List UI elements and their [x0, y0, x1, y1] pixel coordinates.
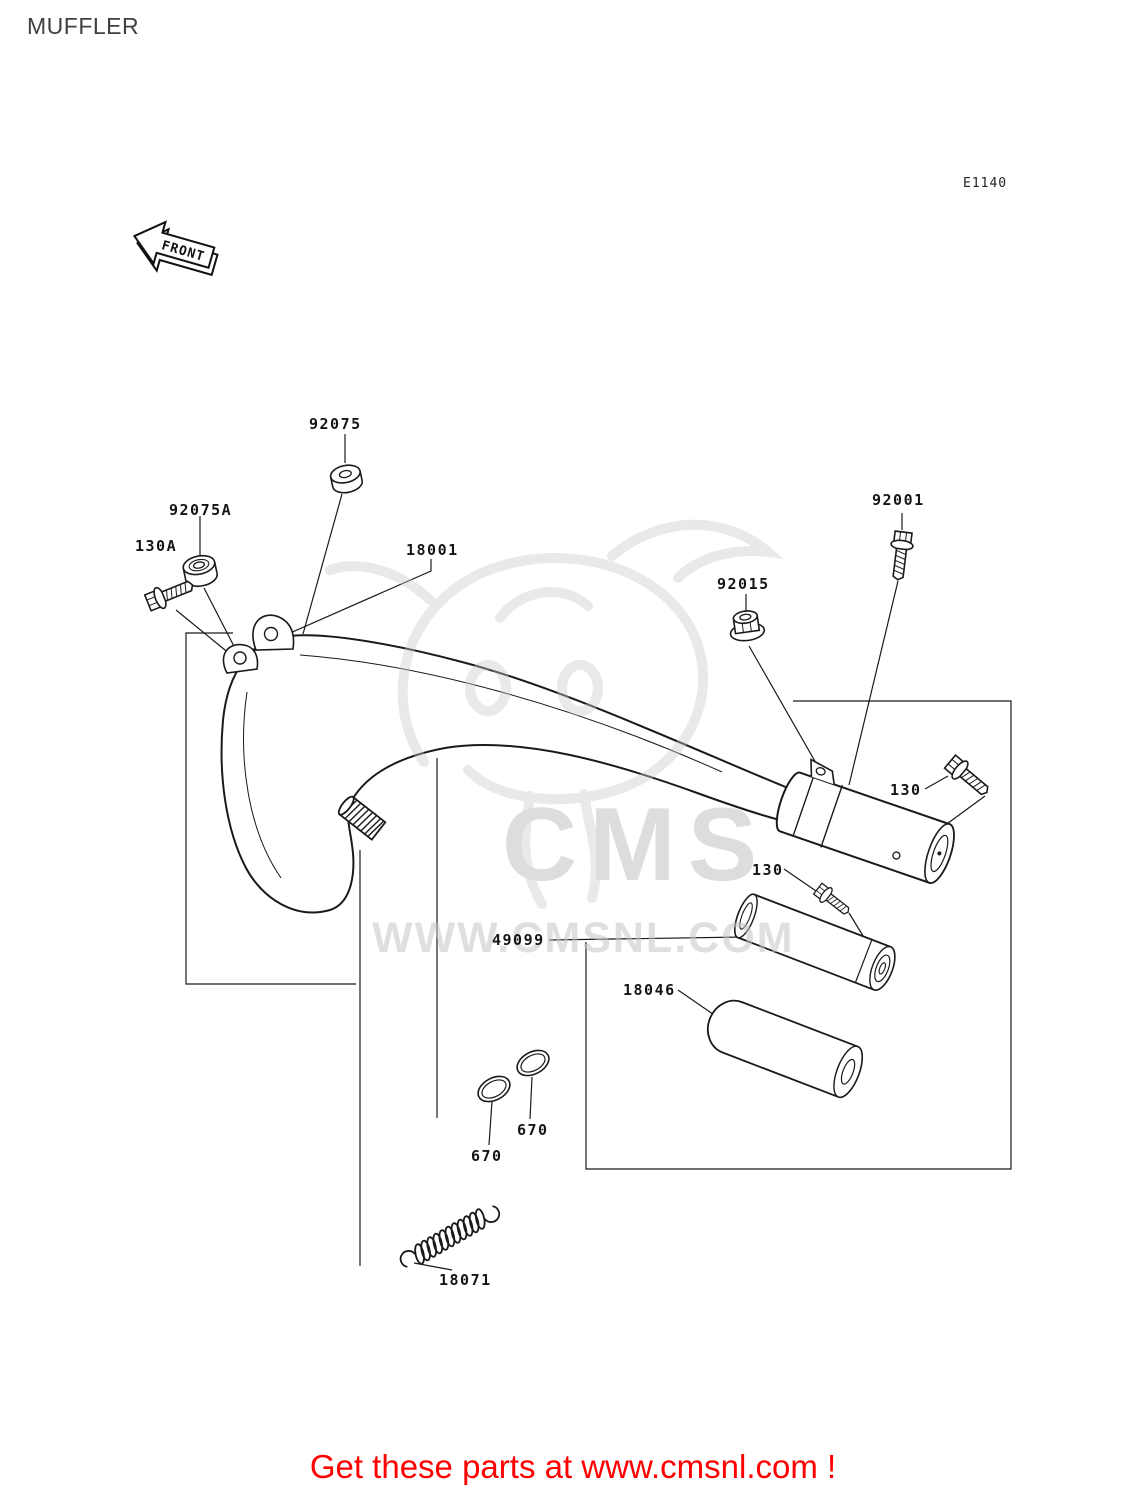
expansion-chamber	[220, 614, 789, 914]
watermark-logo-text: CMS	[502, 787, 769, 903]
flange-hole-upper	[263, 626, 279, 642]
watermark-url-text: WWW.CMSNL.COM	[372, 914, 794, 962]
part-label-130-upper[interactable]: 130	[890, 781, 922, 799]
spring-18071	[399, 1205, 501, 1268]
chamber-outlet-stub	[337, 795, 387, 841]
part-label-92001[interactable]: 92001	[872, 491, 925, 509]
o-ring-670-a	[516, 1049, 550, 1077]
cms-skull-graphic	[325, 519, 784, 909]
part-label-92075[interactable]: 92075	[309, 415, 362, 433]
flange-hole-lower	[233, 651, 247, 665]
silencer-packing	[707, 999, 864, 1099]
bolt-92001	[886, 529, 916, 582]
leader-lines	[175, 434, 986, 1271]
part-label-130-lower[interactable]: 130	[752, 861, 784, 879]
bolt-130-lower	[811, 881, 855, 920]
silencer-bracket-hole	[815, 767, 826, 776]
page-title: MUFFLER	[27, 13, 140, 39]
flange-nut-92015	[729, 610, 766, 642]
silencer-body	[775, 758, 955, 884]
bolt-130-upper	[942, 752, 995, 802]
silencer-bolt-hole	[892, 851, 901, 860]
diagram-code: E1140	[963, 176, 1008, 191]
part-label-18001[interactable]: 18001	[406, 541, 459, 559]
washer-92075	[329, 464, 363, 494]
part-label-18071[interactable]: 18071	[439, 1271, 492, 1289]
cms-watermark: CMS WWW.CMSNL.COM	[325, 519, 794, 962]
front-direction-arrow: FRONT	[132, 220, 219, 277]
part-label-18046[interactable]: 18046	[623, 981, 676, 999]
damper-92075a	[182, 554, 218, 588]
group-boxes	[185, 632, 1012, 1170]
footer-link[interactable]: Get these parts at www.cmsnl.com !	[309, 1448, 837, 1485]
part-label-130a[interactable]: 130A	[135, 537, 178, 555]
part-label-92075a[interactable]: 92075A	[169, 501, 233, 519]
part-label-92015[interactable]: 92015	[717, 575, 770, 593]
o-ring-670-b	[477, 1075, 511, 1103]
part-label-670-b[interactable]: 670	[471, 1147, 503, 1165]
part-label-670-a[interactable]: 670	[517, 1121, 549, 1139]
silencer-inner-tube	[734, 893, 896, 991]
part-label-49099[interactable]: 49099	[492, 931, 545, 949]
